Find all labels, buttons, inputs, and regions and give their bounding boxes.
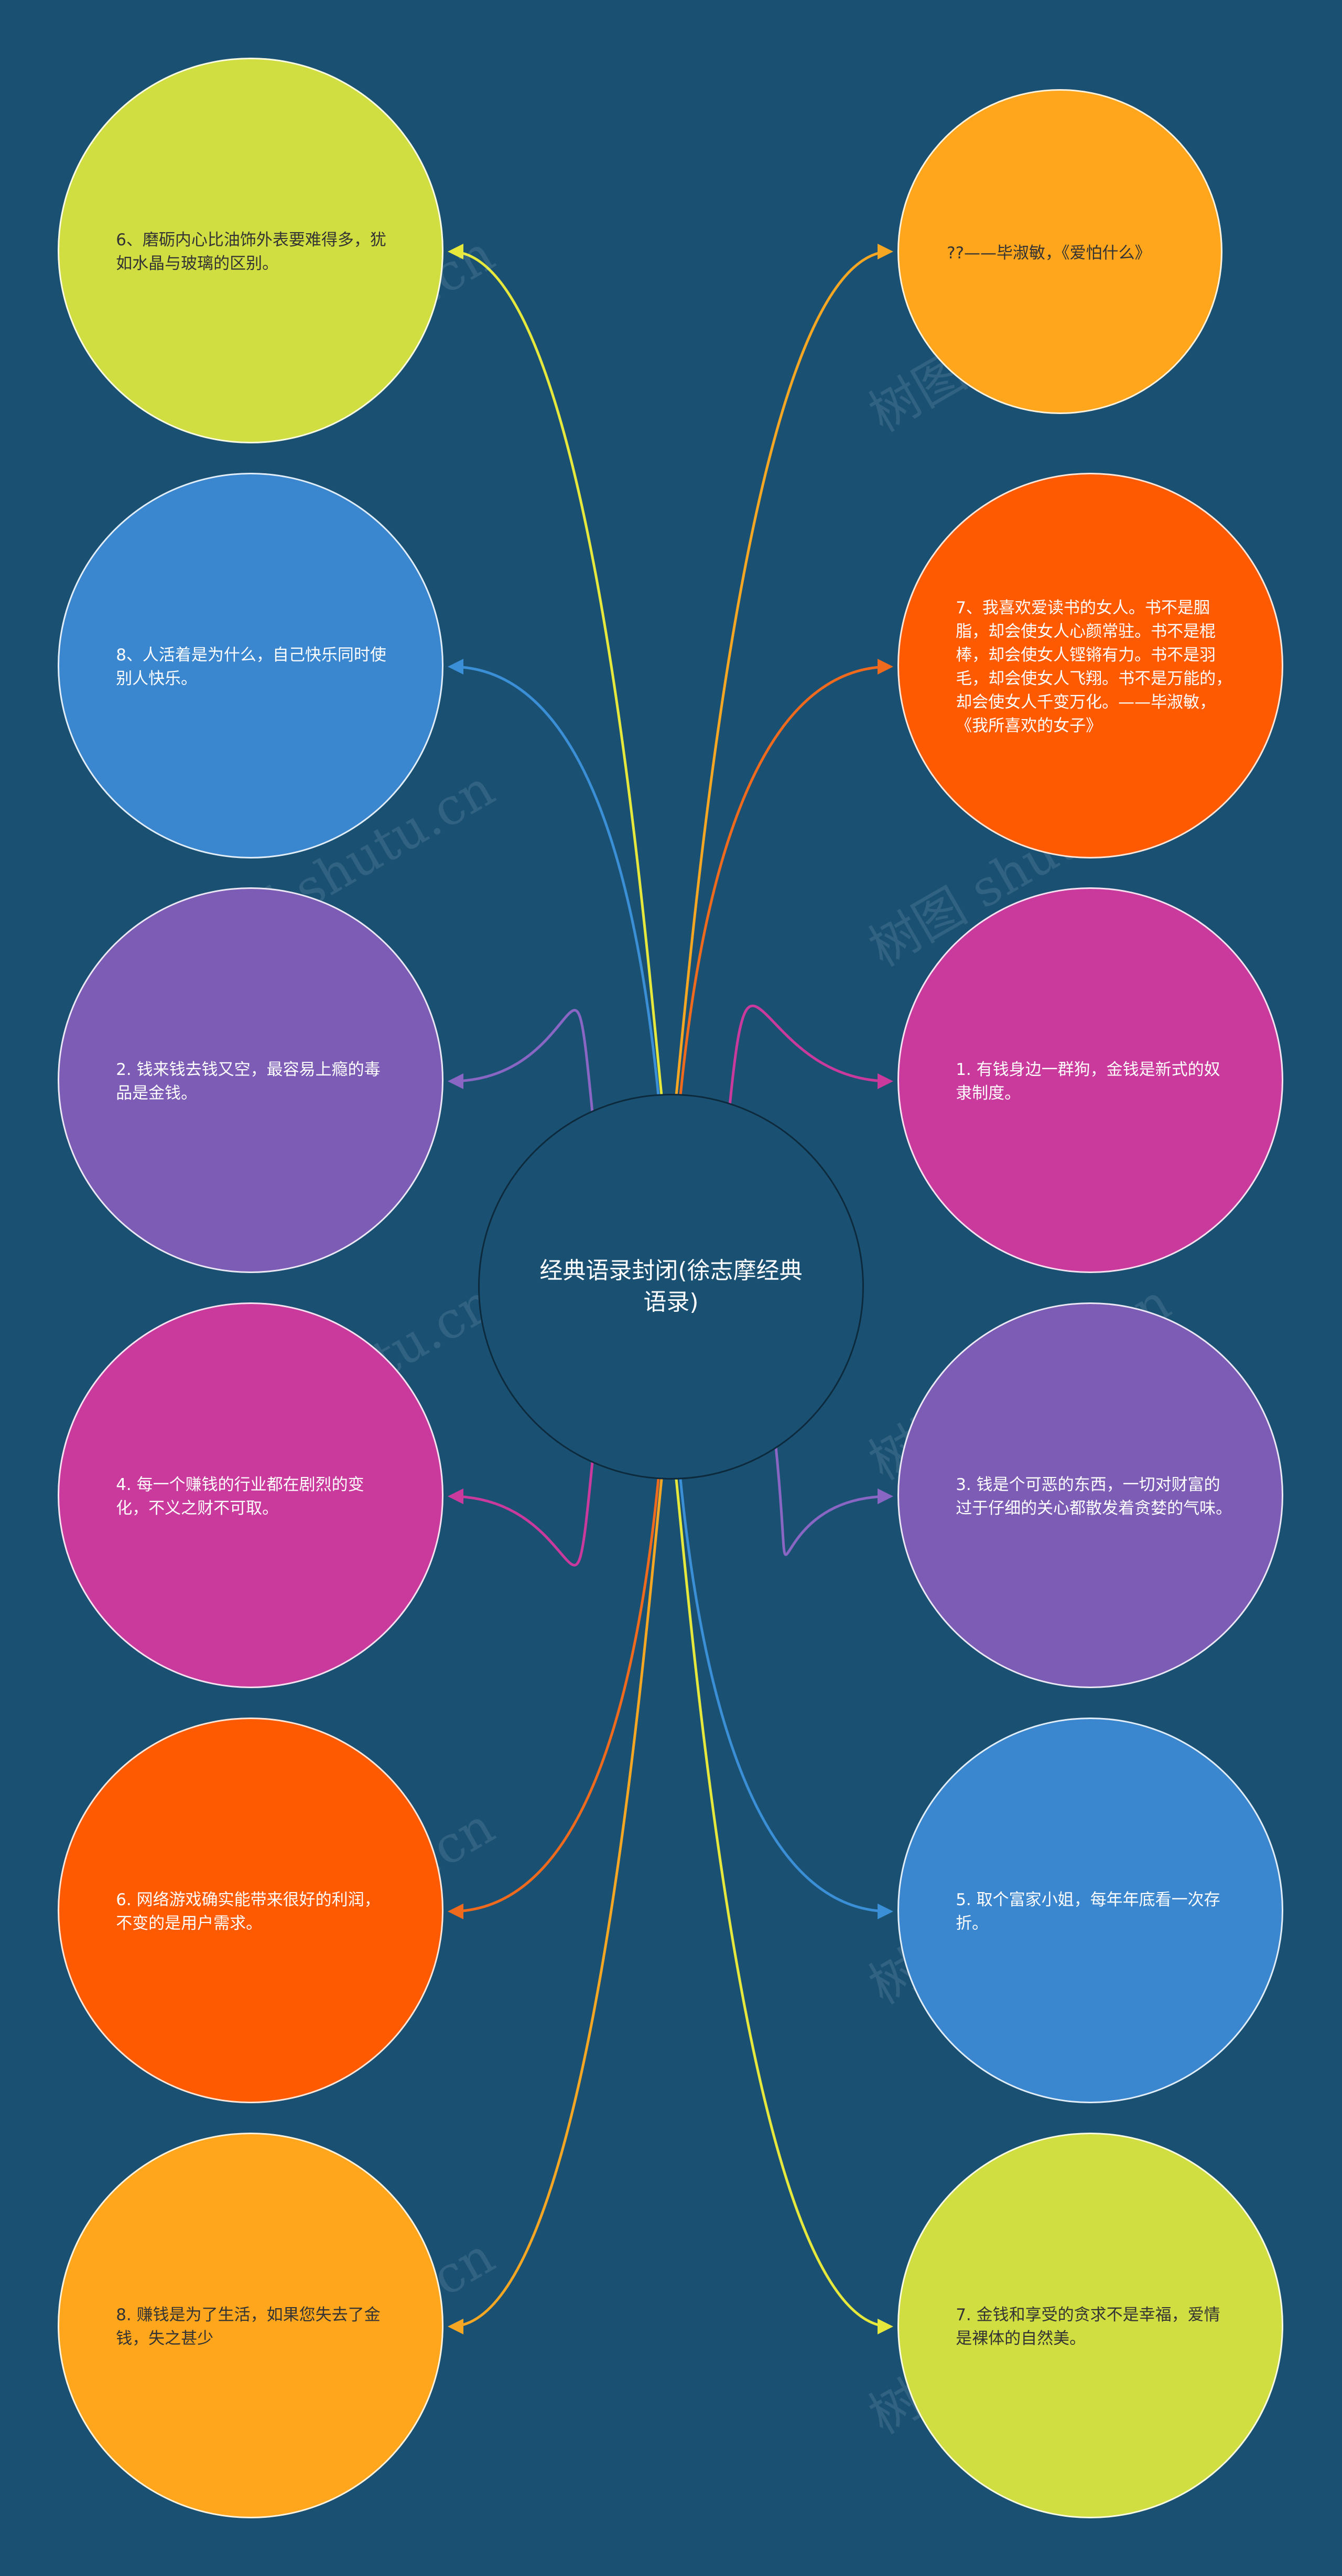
connector-right-3 bbox=[728, 1004, 893, 1106]
connector-right-6 bbox=[675, 1479, 893, 2334]
connector-right-1 bbox=[675, 244, 893, 1096]
right-topic-node-2[interactable]: 7、我喜欢爱读书的女人。书不是胭脂，却会使女人心颜常驻。书不是棍棒，却会使女人铿… bbox=[897, 473, 1283, 858]
left-topic-label-1: 6、磨砺内心比油饰外表要难得多，犹如水晶与玻璃的区别。 bbox=[116, 231, 386, 273]
right-topic-node-1[interactable]: ??——毕淑敏，《爱怕什么》 bbox=[897, 89, 1222, 414]
left-topic-node-5[interactable]: 6. 网络游戏确实能带来很好的利润，不变的是用户需求。 bbox=[58, 1718, 443, 2103]
right-topic-node-5[interactable]: 5. 取个富家小姐，每年年底看一次存折。 bbox=[897, 1718, 1283, 2103]
connector-right-2 bbox=[679, 659, 893, 1096]
left-topic-label-4: 4. 每一个赚钱的行业都在剧烈的变化，不义之财不可取。 bbox=[116, 1475, 364, 1518]
right-topic-node-6[interactable]: 7. 金钱和享受的贪求不是幸福，爱情是裸体的自然美。 bbox=[897, 2133, 1283, 2518]
connector-left-1 bbox=[448, 244, 663, 1096]
center-topic-label: 经典语录封闭(徐志摩经典语录) bbox=[539, 1257, 803, 1316]
left-topic-node-1[interactable]: 6、磨砺内心比油饰外表要难得多，犹如水晶与玻璃的区别。 bbox=[58, 58, 443, 443]
right-topic-label-4: 3. 钱是个可恶的东西，一切对财富的过于仔细的关心都散发着贪婪的气味。 bbox=[956, 1475, 1232, 1518]
left-topic-node-3[interactable]: 2. 钱来钱去钱又空，最容易上瘾的毒品是金钱。 bbox=[58, 887, 443, 1273]
right-topic-label-5: 5. 取个富家小姐，每年年底看一次存折。 bbox=[956, 1890, 1220, 1933]
left-topic-label-3: 2. 钱来钱去钱又空，最容易上瘾的毒品是金钱。 bbox=[116, 1060, 381, 1103]
connector-right-5 bbox=[679, 1479, 893, 1919]
connector-right-4 bbox=[774, 1446, 893, 1556]
connector-left-6 bbox=[448, 1479, 663, 2334]
left-topic-label-6: 8. 赚钱是为了生活，如果您失去了金钱，失之甚少 bbox=[116, 2306, 381, 2348]
connector-left-5 bbox=[448, 1479, 660, 1919]
right-topic-label-6: 7. 金钱和享受的贪求不是幸福，爱情是裸体的自然美。 bbox=[956, 2306, 1220, 2348]
right-topic-node-4[interactable]: 3. 钱是个可恶的东西，一切对财富的过于仔细的关心都散发着贪婪的气味。 bbox=[897, 1302, 1283, 1688]
left-topic-node-4[interactable]: 4. 每一个赚钱的行业都在剧烈的变化，不义之财不可取。 bbox=[58, 1302, 443, 1688]
right-topic-node-3[interactable]: 1. 有钱身边一群狗，金钱是新式的奴隶制度。 bbox=[897, 887, 1283, 1273]
right-topic-label-1: ??——毕淑敏，《爱怕什么》 bbox=[947, 243, 1151, 263]
left-topic-node-2[interactable]: 8、人活着是为什么，自己快乐同时使别人快乐。 bbox=[58, 473, 443, 858]
connector-left-2 bbox=[448, 659, 660, 1096]
right-topic-label-3: 1. 有钱身边一群狗，金钱是新式的奴隶制度。 bbox=[956, 1060, 1220, 1103]
left-topic-label-2: 8、人活着是为什么，自己快乐同时使别人快乐。 bbox=[116, 646, 386, 688]
left-topic-node-6[interactable]: 8. 赚钱是为了生活，如果您失去了金钱，失之甚少 bbox=[58, 2133, 443, 2518]
left-topic-label-5: 6. 网络游戏确实能带来很好的利润，不变的是用户需求。 bbox=[116, 1890, 381, 1933]
connector-left-4 bbox=[448, 1462, 594, 1567]
right-topic-label-2: 7、我喜欢爱读书的女人。书不是胭脂，却会使女人心颜常驻。书不是棍棒，却会使女人铿… bbox=[956, 599, 1232, 735]
center-topic-node[interactable]: 经典语录封闭(徐志摩经典语录) bbox=[478, 1094, 864, 1480]
connector-left-3 bbox=[448, 1009, 594, 1113]
